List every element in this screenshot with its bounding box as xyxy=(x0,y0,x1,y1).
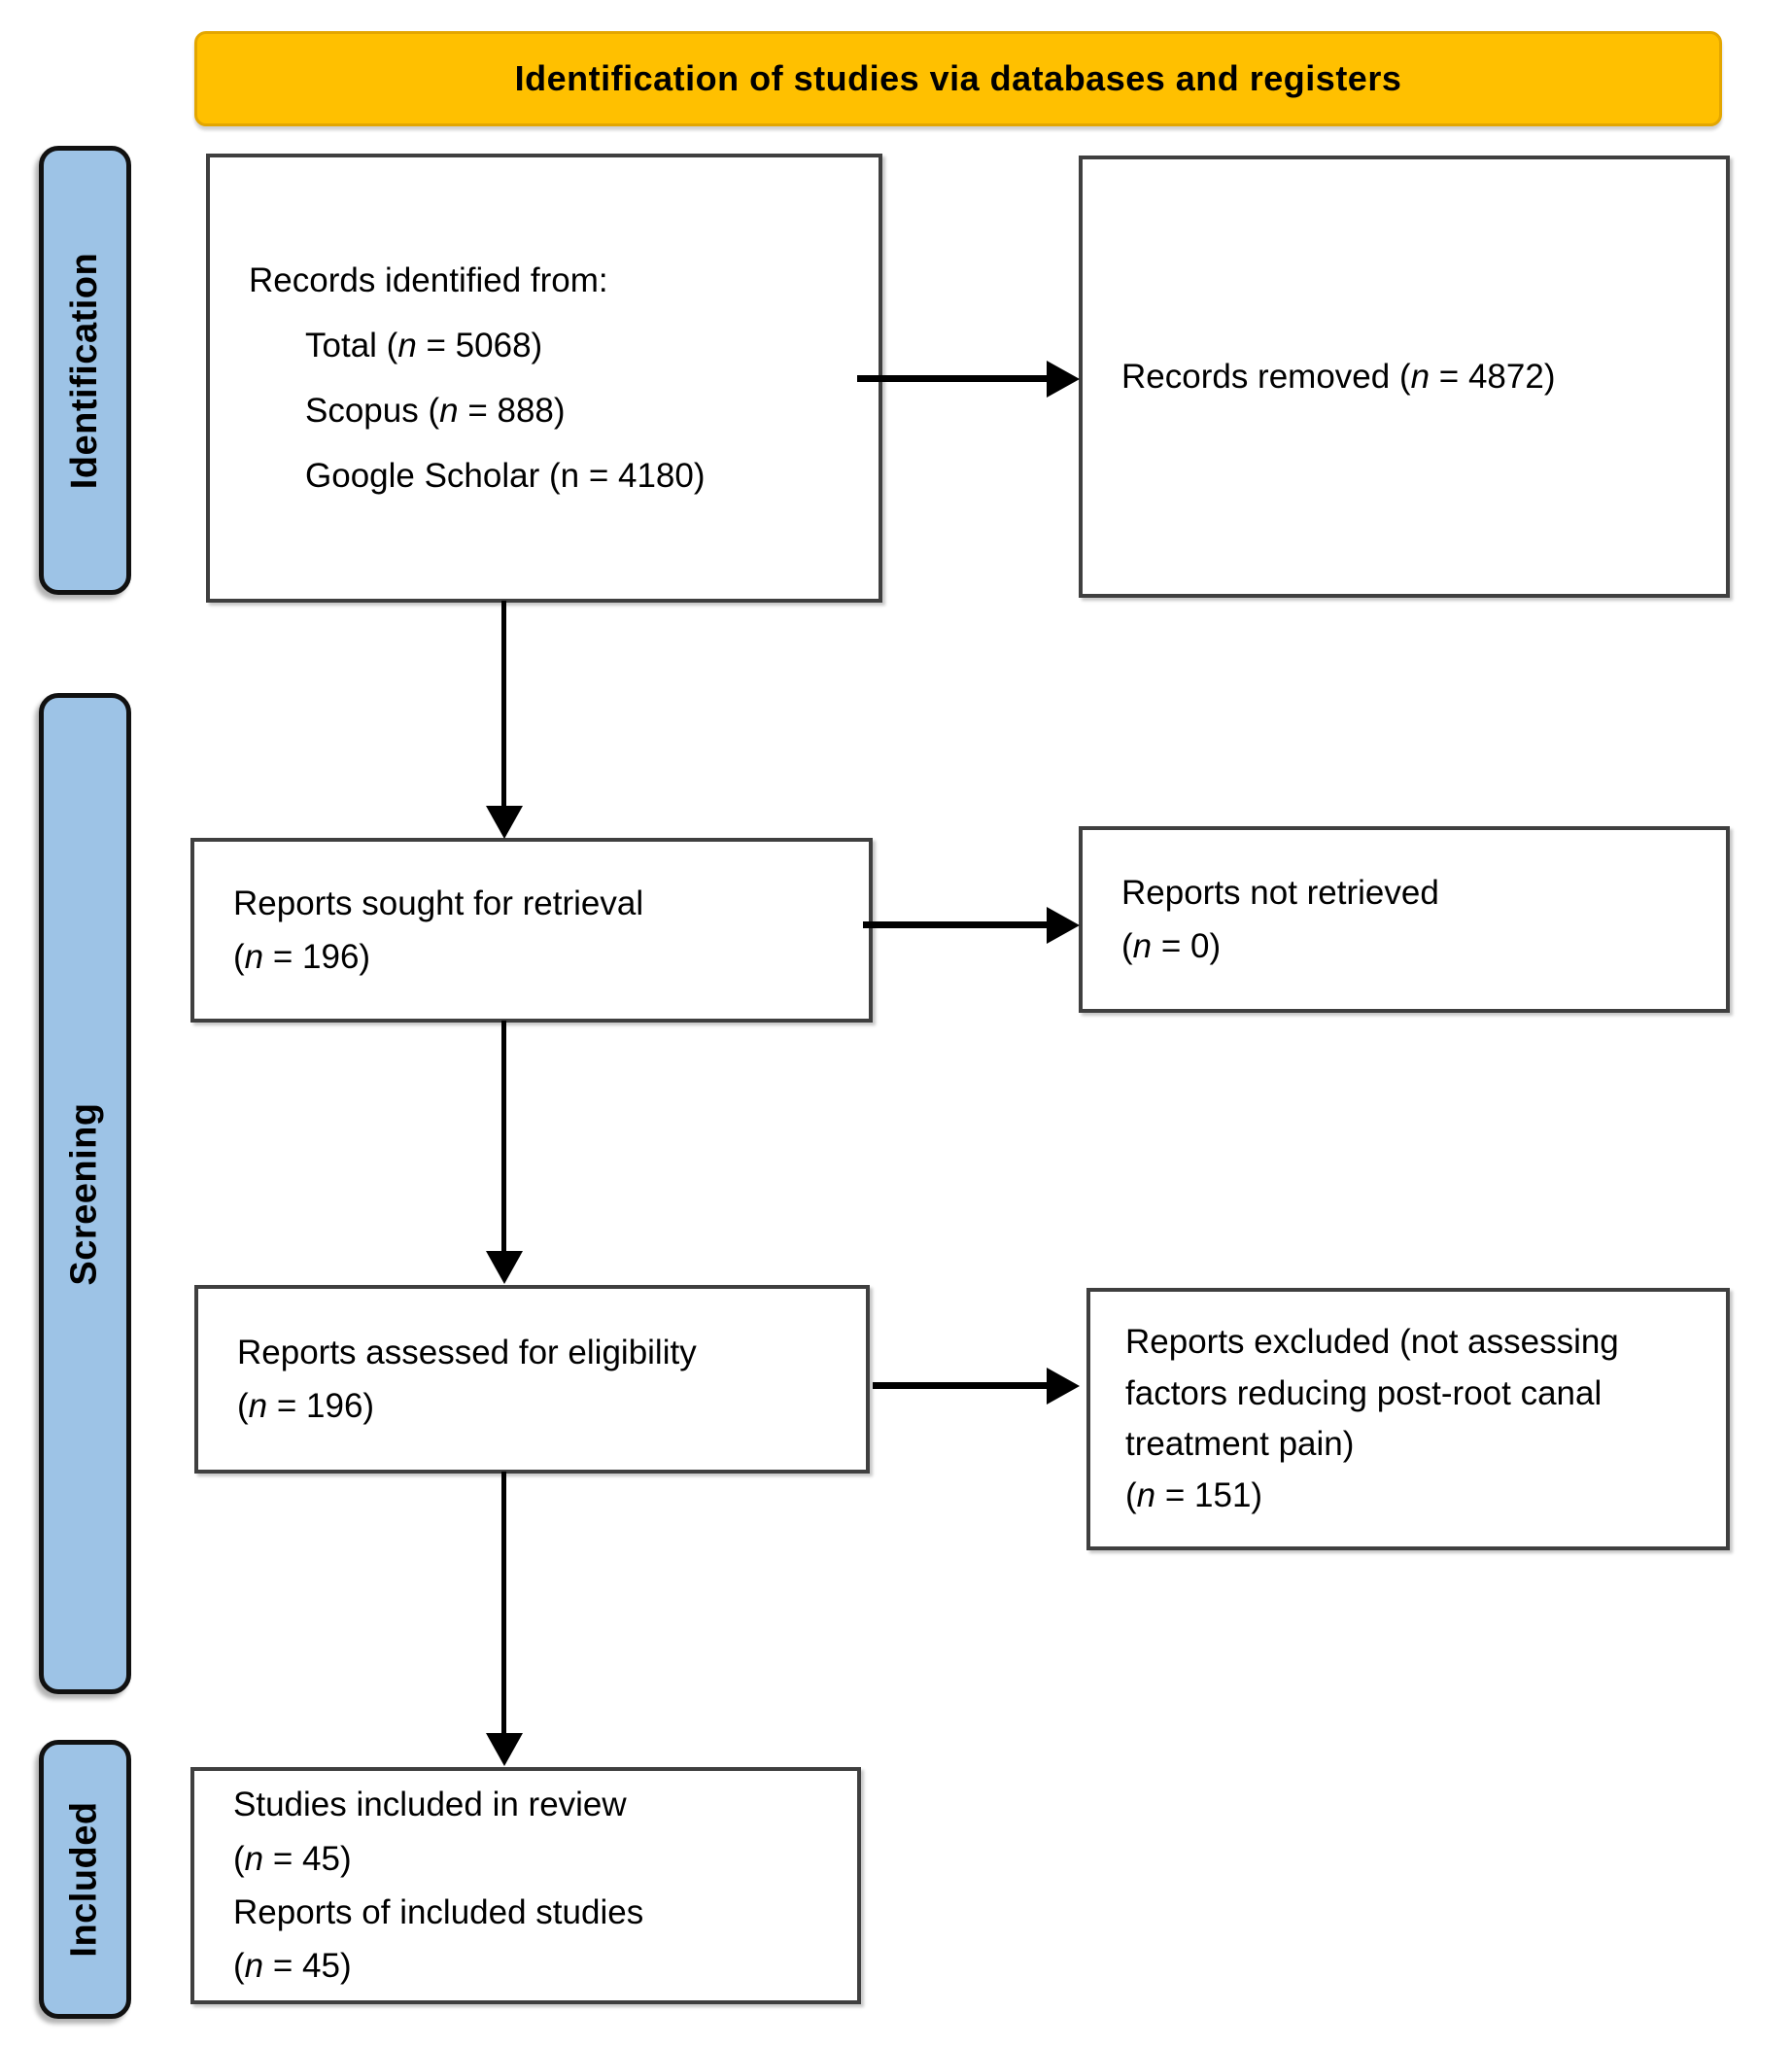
arrow-sought-to-assessed xyxy=(501,1021,506,1252)
arrow-identified-to-sought xyxy=(501,601,506,807)
box-reports-sought-text: Reports sought for retrieval(n = 196) xyxy=(233,884,644,976)
box-records-identified-text: Records identified from:Total (n = 5068)… xyxy=(249,260,706,496)
box-reports-assessed-text: Reports assessed for eligibility(n = 196… xyxy=(237,1333,697,1425)
stage-screening: Screening xyxy=(39,693,131,1694)
arrow-sought-to-not-retrieved xyxy=(863,921,1048,928)
stage-included: Included xyxy=(39,1740,131,2019)
arrow-assessed-to-excluded xyxy=(873,1382,1048,1389)
box-studies-included: Studies included in review(n = 45)Report… xyxy=(190,1767,861,2004)
stage-screening-label: Screening xyxy=(64,1101,106,1286)
arrow-identified-to-removed xyxy=(857,375,1048,382)
box-reports-not-retrieved: Reports not retrieved(n = 0) xyxy=(1079,826,1730,1013)
arrow-assessed-to-included xyxy=(501,1472,506,1734)
box-records-removed-text: Records removed (n = 4872) xyxy=(1121,357,1556,396)
box-studies-included-text: Studies included in review(n = 45)Report… xyxy=(233,1786,644,1986)
box-records-removed: Records removed (n = 4872) xyxy=(1079,156,1730,598)
diagram-title: Identification of studies via databases … xyxy=(514,58,1402,98)
diagram-header: Identification of studies via databases … xyxy=(194,31,1722,126)
box-records-identified: Records identified from:Total (n = 5068)… xyxy=(206,154,882,603)
box-reports-sought: Reports sought for retrieval(n = 196) xyxy=(190,838,873,1023)
stage-identification-label: Identification xyxy=(64,252,106,489)
box-reports-assessed: Reports assessed for eligibility(n = 196… xyxy=(194,1285,870,1474)
box-reports-not-retrieved-text: Reports not retrieved(n = 0) xyxy=(1121,873,1439,965)
stage-included-label: Included xyxy=(64,1801,106,1958)
stage-identification: Identification xyxy=(39,146,131,595)
